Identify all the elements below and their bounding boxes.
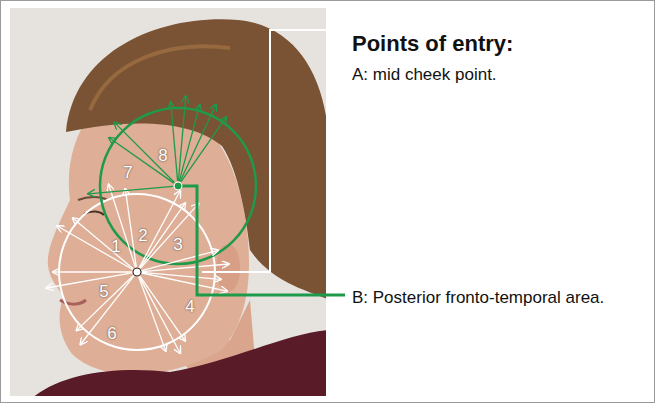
face-skin: [48, 108, 249, 375]
sweater: [30, 330, 326, 396]
hair-highlight: [90, 46, 230, 110]
injection-arrow: [57, 226, 132, 270]
injection-arrow: [142, 264, 229, 272]
injection-arrow: [180, 104, 216, 181]
callout-number: 2: [138, 227, 147, 244]
injection-arrow: [73, 218, 134, 269]
entry-point-b: [174, 182, 182, 190]
injection-arrow: [181, 117, 226, 182]
callout-number: 8: [158, 147, 167, 164]
eyebrow: [78, 197, 108, 200]
callout-number: 4: [185, 298, 194, 315]
photo-group: [10, 8, 326, 396]
entry-label: A: mid cheek point.: [352, 64, 497, 85]
injection-arrow: [109, 185, 136, 268]
callout-number: 3: [173, 236, 182, 253]
injection-arrow: [109, 138, 174, 183]
injection-arrow: [53, 271, 132, 272]
leader-line-a: [202, 30, 340, 272]
callout-number: 5: [99, 283, 108, 300]
callout-number: 1: [111, 238, 120, 255]
injection-arrow: [88, 186, 173, 193]
injection-arrow: [46, 273, 132, 288]
injection-arrow: [80, 276, 133, 345]
injection-arrow: [125, 189, 136, 267]
injection-arrow: [139, 277, 166, 351]
injection-arrow: [140, 276, 185, 341]
entry-point-a: [133, 268, 141, 276]
arrow-rays: [46, 96, 228, 353]
callout-number: 7: [123, 164, 132, 181]
green-circle: [100, 108, 256, 264]
figure-title: Points of entry:: [352, 31, 513, 57]
leader-line-b: [178, 186, 345, 295]
callout-number: 6: [107, 325, 116, 342]
injection-arrow: [139, 276, 180, 353]
injection-arrow: [77, 276, 134, 331]
injection-arrow: [114, 122, 174, 182]
entry-label: B: Posterior fronto-temporal area.: [352, 287, 604, 308]
injection-arrow: [142, 273, 227, 291]
injection-arrow: [140, 204, 198, 269]
injection-arrow: [171, 102, 178, 181]
